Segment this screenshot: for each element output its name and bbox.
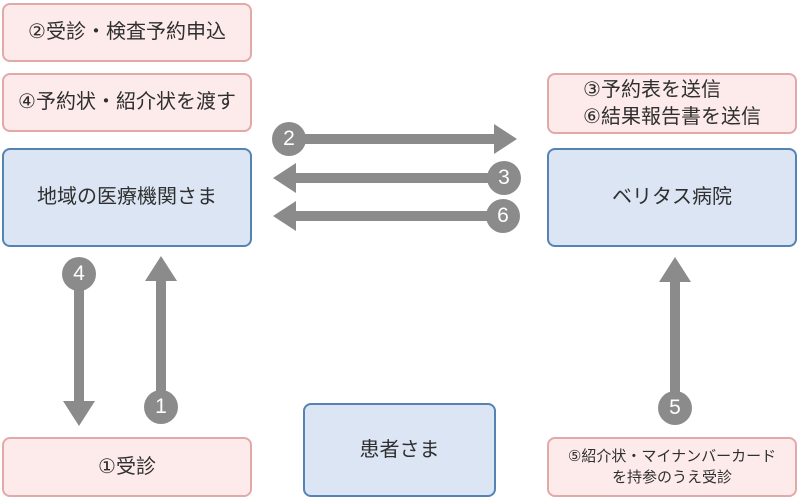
box-label: ④予約状・紹介状を渡す bbox=[18, 91, 236, 113]
step-badge-4: 4 bbox=[62, 257, 96, 291]
arrow-shaft bbox=[74, 274, 84, 403]
box-local-medical-institution: 地域の医療機関さま bbox=[2, 148, 252, 247]
arrow-shaft bbox=[156, 280, 166, 407]
box-label-lines: ③予約表を送信 ⑥結果報告書を送信 bbox=[583, 77, 761, 131]
box-step4-handover-referral: ④予約状・紹介状を渡す bbox=[2, 73, 252, 132]
step-badge-1: 1 bbox=[144, 390, 178, 424]
arrow-shaft bbox=[289, 134, 495, 144]
step-badge-3: 3 bbox=[487, 161, 521, 195]
arrow-head-right-icon bbox=[494, 124, 517, 154]
box-step2-appointment-request: ②受診・検査予約申込 bbox=[2, 3, 252, 62]
box-label-line2: ⑥結果報告書を送信 bbox=[583, 105, 761, 128]
arrow-shaft bbox=[670, 281, 680, 408]
arrow-head-down-icon bbox=[63, 401, 95, 426]
box-label: ②受診・検査予約申込 bbox=[28, 21, 226, 43]
box-label: 患者さま bbox=[359, 438, 440, 461]
step-badge-6: 6 bbox=[486, 199, 520, 233]
box-label-line1: ⑤紹介状・マイナンバーカード bbox=[567, 448, 777, 465]
step-badge-5: 5 bbox=[658, 391, 692, 425]
box-label-line1: ③予約表を送信 bbox=[583, 78, 721, 101]
arrow-head-up-icon bbox=[659, 257, 691, 282]
arrow-head-left-icon bbox=[273, 163, 296, 193]
box-label-line2: を持参のうえ受診 bbox=[611, 469, 732, 486]
step-badge-2: 2 bbox=[272, 122, 306, 156]
arrow-shaft bbox=[294, 211, 503, 221]
box-label: ①受診 bbox=[98, 455, 156, 478]
box-step5-bring-referral-card: ⑤紹介状・マイナンバーカード を持参のうえ受診 bbox=[547, 437, 797, 497]
box-label-lines: ⑤紹介状・マイナンバーカード を持参のうえ受診 bbox=[568, 446, 776, 488]
arrow-shaft bbox=[294, 173, 504, 183]
box-label: 地域の医療機関さま bbox=[37, 186, 217, 208]
box-label: ベリタス病院 bbox=[612, 186, 732, 208]
arrow-head-up-icon bbox=[145, 256, 177, 281]
arrow-head-left-icon bbox=[273, 201, 296, 231]
box-veritas-hospital: ベリタス病院 bbox=[547, 148, 797, 247]
box-step1-visit: ①受診 bbox=[2, 437, 252, 497]
box-step3-6-send-documents: ③予約表を送信 ⑥結果報告書を送信 bbox=[547, 73, 797, 134]
box-patient: 患者さま bbox=[303, 403, 496, 497]
